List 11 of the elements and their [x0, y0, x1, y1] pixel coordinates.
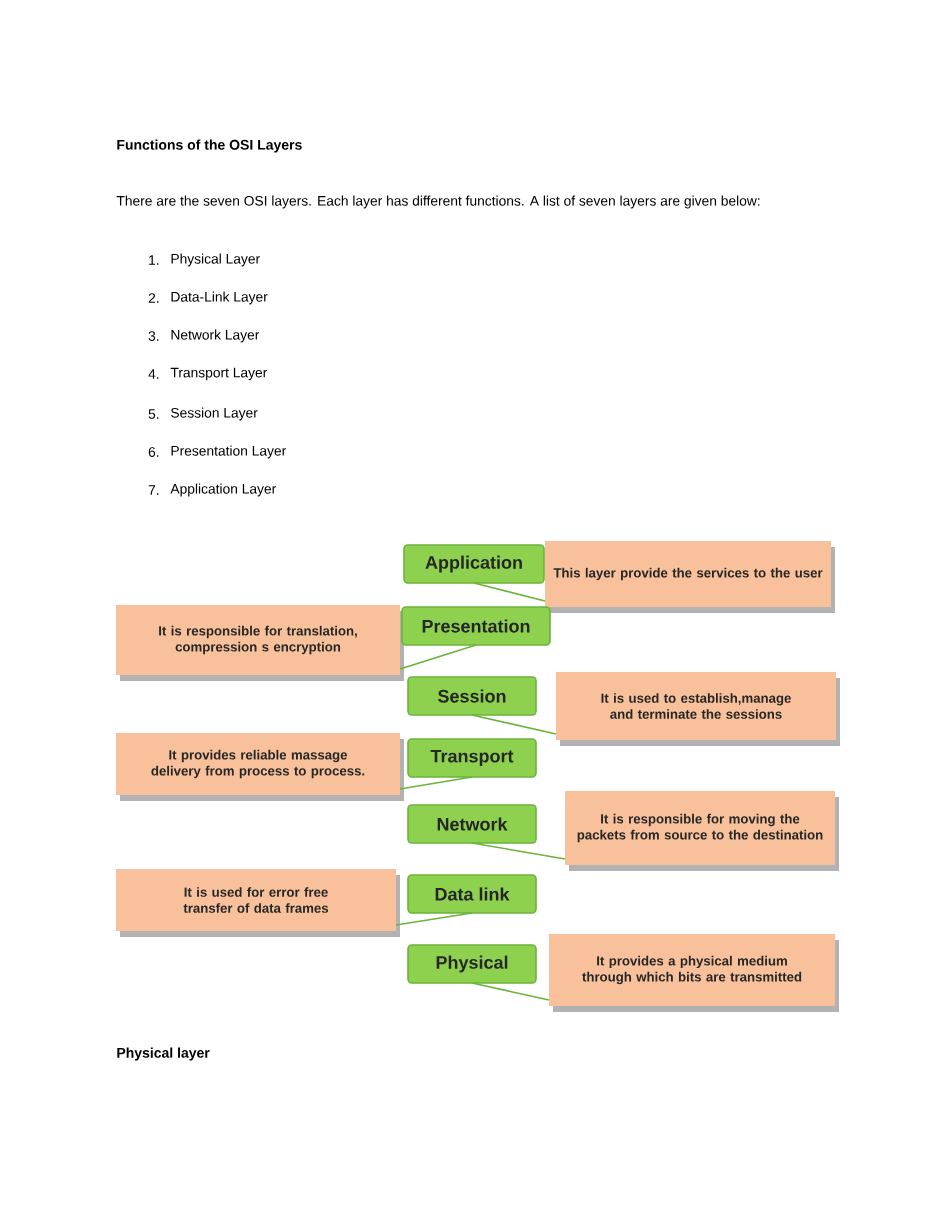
- leader-line: [395, 912, 473, 926]
- layer-box: Session: [407, 676, 537, 716]
- layer-box: Physical: [407, 944, 537, 984]
- leader-line: [471, 982, 550, 1001]
- leader-line: [399, 644, 477, 670]
- layer-box: Network: [407, 804, 537, 844]
- layer-box: Transport: [407, 738, 537, 778]
- leader-line: [471, 842, 566, 860]
- layer-box: Application: [403, 544, 545, 584]
- layer-box: Presentation: [401, 606, 551, 646]
- layer-box: Data link: [407, 874, 537, 914]
